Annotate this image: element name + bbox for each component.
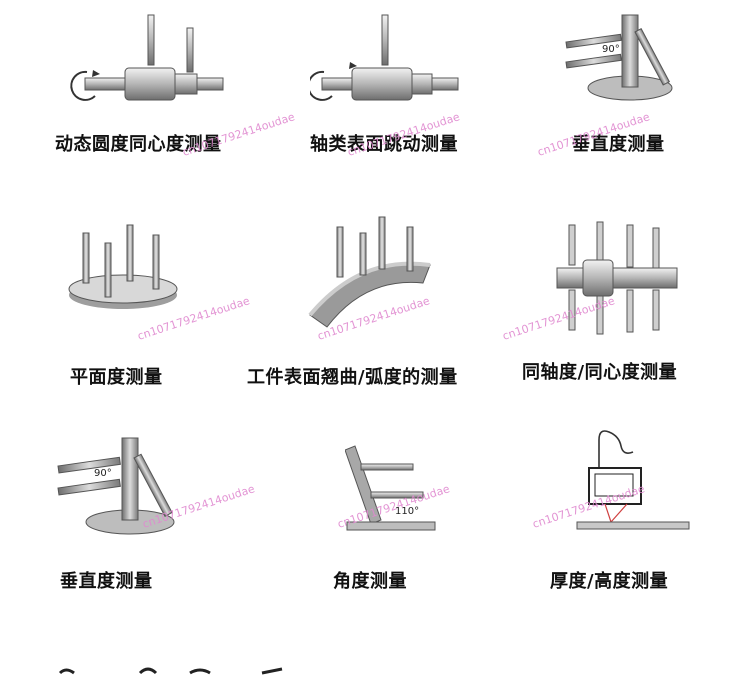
angle-label-2: 90° [94, 468, 112, 479]
item-perpendicularity-2: 90° 垂直度测量 [50, 430, 250, 595]
cropped-heading-fragment [58, 667, 283, 675]
item-perpendicularity: 90° 垂直度测量 [550, 10, 730, 160]
caption-thickness: 厚度/高度测量 [550, 571, 669, 592]
angle-label-3: 110° [395, 506, 419, 517]
caption-dynamic-roundness: 动态圆度同心度测量 [55, 134, 222, 155]
item-shaft-runout: 轴类表面跳动测量 [290, 10, 490, 160]
perpendicularity-post-icon-2: 90° [57, 437, 175, 535]
perpendicularity-post-icon: 90° [565, 14, 673, 101]
angle-label: 90° [602, 44, 620, 55]
rotating-shaft-with-probes-icon [70, 14, 224, 101]
item-dynamic-roundness: 动态圆度同心度测量 [40, 10, 260, 160]
coaxial-shaft-probes-icon [556, 221, 678, 335]
item-angle: 110° 角度测量 [300, 430, 480, 595]
shaft-runout-probe-icon [310, 14, 459, 101]
caption-surface-warpage: 工件表面翘曲/弧度的测量 [247, 367, 458, 388]
caption-perpendicularity-2: 垂直度测量 [60, 571, 153, 592]
caption-angle: 角度测量 [333, 571, 407, 592]
item-flatness: 平面度测量 [55, 215, 255, 390]
curved-surface-probes-icon [308, 216, 431, 328]
caption-perpendicularity: 垂直度测量 [572, 134, 665, 155]
caption-flatness: 平面度测量 [70, 367, 163, 388]
item-surface-warpage: 工件表面翘曲/弧度的测量 [245, 215, 495, 390]
flat-disc-probes-icon [68, 224, 178, 309]
item-thickness: 厚度/高度测量 [540, 420, 730, 595]
item-coaxiality: 同轴度/同心度测量 [520, 215, 730, 390]
caption-coaxiality: 同轴度/同心度测量 [522, 362, 678, 383]
caption-shaft-runout: 轴类表面跳动测量 [310, 134, 458, 155]
angle-plate-probes-icon: 110° [345, 445, 436, 531]
laser-sensor-thickness-icon [576, 430, 690, 530]
